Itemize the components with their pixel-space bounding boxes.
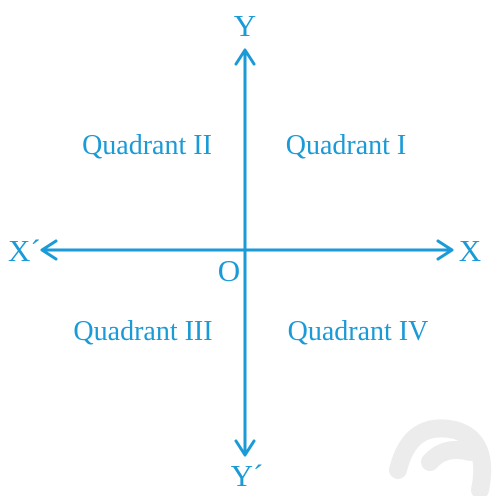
x-axis-right-arrowhead xyxy=(436,239,454,261)
quadrant-2-label: Quadrant II xyxy=(82,130,212,161)
quadrant-3-label: Quadrant III xyxy=(73,316,212,347)
y-positive-label: Y xyxy=(234,8,256,43)
x-negative-label: X´ xyxy=(8,233,41,268)
watermark-shape xyxy=(389,419,492,496)
x-positive-label: X xyxy=(459,233,481,268)
y-negative-label: Y´ xyxy=(231,458,264,493)
y-axis-up-arrowhead xyxy=(234,48,256,66)
y-axis-down-arrowhead xyxy=(234,439,256,457)
x-axis-left-arrowhead xyxy=(40,239,58,261)
quadrant-4-label: Quadrant IV xyxy=(288,316,429,347)
quadrant-1-label: Quadrant I xyxy=(286,130,407,161)
origin-label: O xyxy=(218,253,240,288)
